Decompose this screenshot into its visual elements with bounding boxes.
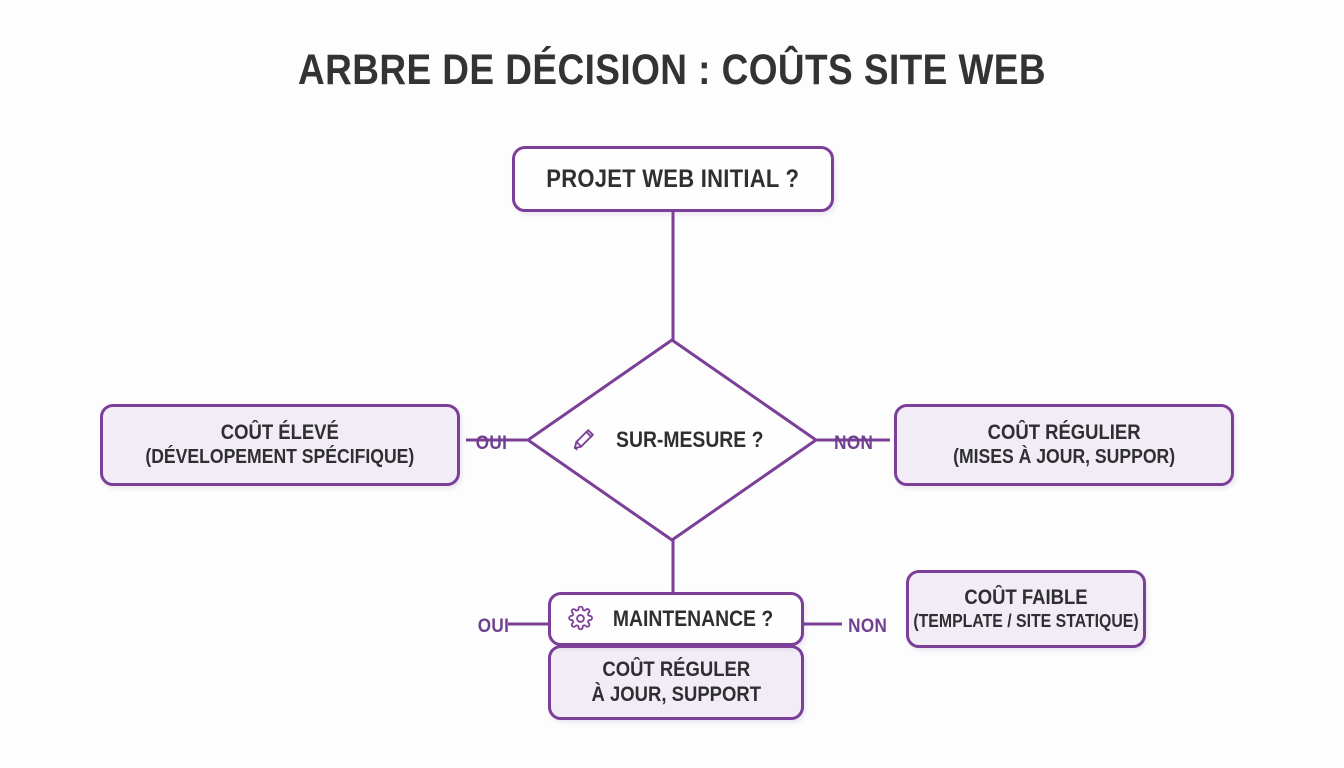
page-title: ARBRE DE DÉCISION : COÛTS SITE WEB (297, 46, 1047, 94)
edge-label-sur-mesure-oui: OUI (475, 433, 508, 454)
edge-label-maintenance-oui: OUI (477, 616, 510, 637)
node-cout-regulier[interactable]: COÛT RÉGULIER (MISES À JOUR, SUPPOR) (894, 404, 1234, 486)
node-maintenance-label: MAINTENANCE ? (612, 606, 774, 632)
node-sur-mesure-label: SUR-MESURE ? (616, 427, 764, 452)
node-projet-web-initial[interactable]: PROJET WEB INITIAL ? (512, 146, 834, 212)
node-cout-eleve[interactable]: COÛT ÉLEVÉ (DÉVELOPEMENT SPÉCIFIQUE) (100, 404, 460, 486)
node-root-label: PROJET WEB INITIAL ? (546, 164, 800, 193)
edge-label-maintenance-non: NON (848, 616, 888, 637)
edge-label-sur-mesure-non: NON (834, 433, 874, 454)
node-cout-reguler-line2: À JOUR, SUPPORT (591, 682, 761, 706)
node-cout-reguler-line1: COÛT RÉGULER (602, 658, 750, 682)
node-cout-regulier-line1: COÛT RÉGULIER (987, 421, 1141, 445)
node-sur-mesure[interactable]: SUR-MESURE ? (528, 340, 816, 540)
node-cout-eleve-line2: (DÉVELOPEMENT SPÉCIFIQUE) (145, 445, 415, 468)
gear-icon (568, 606, 593, 631)
node-cout-faible[interactable]: COÛT FAIBLE (TEMPLATE / SITE STATIQUE) (906, 570, 1146, 648)
node-cout-reguler[interactable]: COÛT RÉGULER À JOUR, SUPPORT (548, 645, 804, 720)
node-cout-eleve-line1: COÛT ÉLEVÉ (220, 421, 340, 445)
node-maintenance[interactable]: MAINTENANCE ? (548, 592, 804, 646)
node-cout-faible-line2: (TEMPLATE / SITE STATIQUE) (913, 610, 1139, 631)
pencil-icon (570, 427, 596, 453)
node-cout-regulier-line2: (MISES À JOUR, SUPPOR) (952, 445, 1175, 468)
node-cout-faible-line1: COÛT FAIBLE (964, 586, 1088, 610)
